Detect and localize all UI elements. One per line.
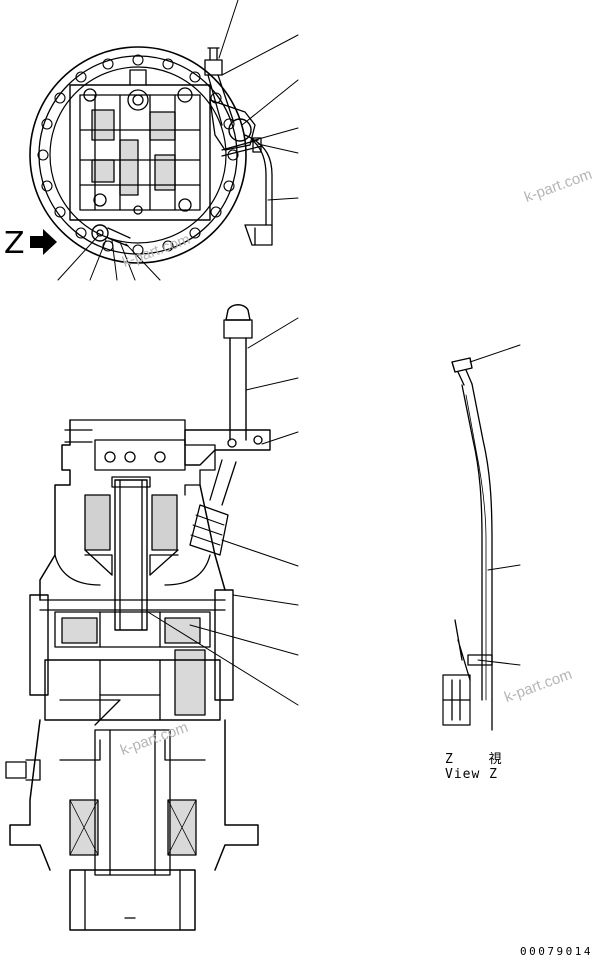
document-number: 00079014 — [520, 945, 593, 958]
view-z-leader-lines — [469, 344, 521, 666]
top-view-leader-lines — [57, 0, 299, 281]
view-marker-letter: Z — [4, 226, 25, 261]
arrow-right-icon — [30, 229, 57, 255]
top-view-drain-hose — [204, 47, 273, 246]
cross-section-view — [5, 304, 271, 931]
cross-section-leader-lines — [147, 317, 299, 706]
view-caption-japanese: Z 視 — [445, 752, 516, 767]
view-caption-english: View Z — [445, 767, 498, 782]
top-view-motor-face — [29, 46, 247, 264]
bolt-hole-ring — [37, 54, 239, 256]
view-z-detail — [442, 357, 493, 731]
